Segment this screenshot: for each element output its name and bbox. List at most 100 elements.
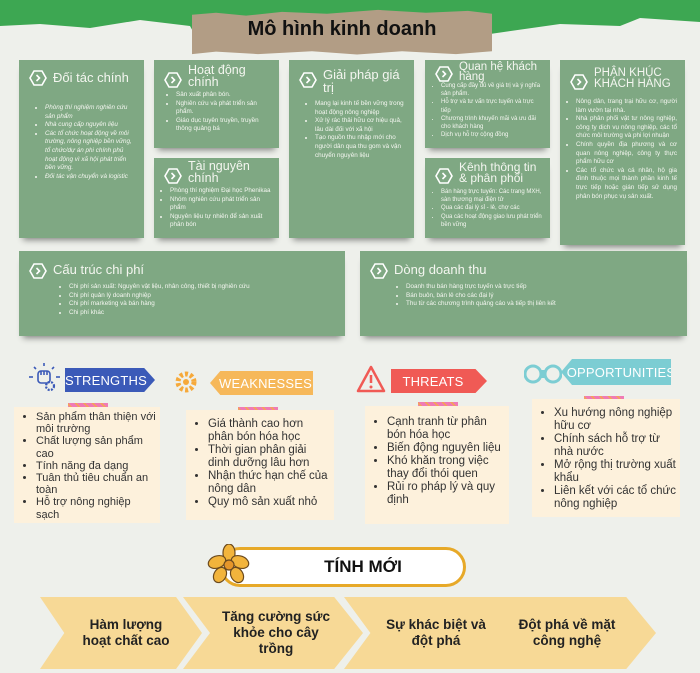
card-title: Tài nguyên chính	[188, 159, 250, 185]
list-item: Xử lý rác thải hữu cơ hiệu quả, lâu dài …	[315, 117, 406, 134]
card-title: Kênh thông tin & phân phối	[459, 160, 537, 185]
novelty-step-label: Hàm lượng hoạt chất cao	[82, 617, 170, 648]
torn-paper-edge	[0, 18, 700, 44]
novelty-step-label: Sự khác biệt và đột phá	[386, 617, 486, 648]
card-revenue-streams: Dòng doanh thu Doanh thu bán hàng trực t…	[360, 251, 687, 336]
strengths-note: Sản phẩm thân thiện với môi trường Chất …	[14, 407, 160, 523]
chevron-right-hex-icon	[164, 168, 182, 184]
fist-gear-icon	[29, 363, 60, 392]
novelty-step-2: Tăng cường sức khỏe cho cây trồng	[183, 597, 363, 669]
list-item: Bán hàng trực tuyến: Các trang MXH, sàn …	[441, 188, 542, 204]
list-item: Mở rộng thị trường xuất khẩu	[554, 459, 676, 485]
list-item: Qua các hoạt động giao lưu phát triển bề…	[441, 213, 542, 229]
list-item: Xu hướng nông nghiệp hữu cơ	[554, 407, 676, 433]
chevron-right-hex-icon	[370, 263, 388, 279]
list-item: Quy mô sản xuất nhỏ	[208, 496, 330, 509]
list-item: Liên kết với các tổ chức nông nghiệp	[554, 485, 676, 511]
weaknesses-note: Giá thành cao hơn phân bón hóa học Thời …	[186, 410, 334, 520]
card-customer-relationships: Quan hệ khách hàng Cung cấp đầy đủ về gi…	[425, 60, 550, 148]
list-item: Giá thành cao hơn phân bón hóa học	[208, 418, 330, 444]
list-item: Nhận thức hạn chế của nông dân	[208, 470, 330, 496]
card-cost-structure: Cấu trúc chi phí Chi phí sản xuất: Nguyê…	[19, 251, 345, 336]
gear-icon	[175, 371, 197, 393]
novelty-step-4: Đột phá về mặt công nghệ	[470, 597, 656, 669]
binoculars-icon	[524, 364, 562, 384]
opportunities-label: OPPORTUNITIES	[561, 359, 671, 385]
list-item: Các tổ chức và cá nhân, hộ gia đình thuộ…	[576, 167, 677, 201]
list-item: Giáo dục tuyên truyền, truyền thông quản…	[176, 117, 271, 134]
opportunities-note: Xu hướng nông nghiệp hữu cơ Chính sách h…	[532, 399, 680, 517]
chevron-right-hex-icon	[570, 74, 588, 90]
chevron-right-hex-icon	[435, 168, 453, 184]
list-item: Nhà cung cấp nguyên liệu	[45, 121, 136, 130]
strengths-title: STRENGTHS	[65, 372, 147, 388]
page-title: Mô hình kinh doanh	[247, 18, 437, 40]
list-item: Đối tác vận chuyển và logistic	[45, 173, 136, 182]
card-title: Cấu trúc chi phí	[53, 262, 145, 277]
list-item: Hỗ trợ nông nghiệp sạch	[36, 496, 156, 520]
threats-note: Cạnh tranh từ phân bón hóa học Biến động…	[365, 406, 509, 524]
list-item: Sản phẩm thân thiện với môi trường	[36, 411, 156, 435]
opportunities-title: OPPORTUNITIES	[566, 364, 676, 380]
list-item: Nhà phân phối vật tư nông nghiệp, công t…	[576, 115, 677, 141]
list-item: Dịch vụ hỗ trợ cộng đồng	[441, 131, 542, 139]
novelty-title-box: TÍNH MỚI	[220, 547, 466, 587]
card-title: Đối tác chính	[53, 70, 129, 85]
list-item: Cạnh tranh từ phân bón hóa học	[387, 416, 505, 442]
card-key-activities: Hoạt động chính Sản xuất phân bón. Nghiê…	[154, 60, 279, 148]
card-key-resources: Tài nguyên chính Phòng thí nghiệm Đại họ…	[154, 158, 279, 238]
list-item: Rủi ro pháp lý và quy định	[387, 481, 505, 507]
chevron-right-hex-icon	[435, 66, 453, 82]
list-item: Nghiên cứu và phát triển sản phẩm.	[176, 100, 271, 117]
list-item: Doanh thu bán hàng trực tuyến và trực ti…	[406, 283, 679, 292]
list-item: Bán buôn, bán lẻ cho các đại lý	[406, 292, 679, 301]
list-item: Chất lượng sản phẩm cao	[36, 435, 156, 459]
strengths-label: STRENGTHS	[65, 368, 155, 392]
novelty-step-label: Đột phá về mặt công nghệ	[518, 617, 616, 648]
list-item: Khó khăn trong việc thay đổi thói quen	[387, 455, 505, 481]
flower-icon	[207, 544, 250, 584]
list-item: Biến động nguyên liệu	[387, 442, 505, 455]
list-item: Cung cấp đầy đủ về giá trị và ý nghĩa sả…	[441, 82, 542, 98]
card-value-propositions: Giải pháp giá trị Mang lại kinh tế bền v…	[289, 60, 414, 238]
list-item: Tạo nguồn thu nhập mới cho người dân qua…	[315, 134, 406, 160]
list-item: Thời gian phân giải dinh dưỡng lâu hơn	[208, 444, 330, 470]
chevron-right-hex-icon	[29, 263, 47, 279]
card-title: Hoạt động chính	[188, 63, 246, 89]
list-item: Sản xuất phân bón.	[176, 91, 271, 100]
novelty-step-label: Tăng cường sức khỏe cho cây trồng	[222, 609, 330, 656]
novelty-title: TÍNH MỚI	[324, 557, 402, 576]
card-key-partners: Đối tác chính Phòng thí nghiệm nghiên cứ…	[19, 60, 144, 238]
novelty-step-1: Hàm lượng hoạt chất cao	[40, 597, 202, 669]
list-item: Các tổ chức hoạt động về môi trường, nôn…	[45, 130, 136, 173]
list-item: Phòng thí nghiệm nghiên cứu sản phẩm	[45, 104, 136, 121]
warning-icon	[356, 365, 386, 393]
card-customer-segments: PHÂN KHÚC KHÁCH HÀNG Nông dân, trang trạ…	[560, 60, 685, 245]
list-item: Phòng thí nghiệm Đại học Phenikaa	[170, 187, 271, 196]
chevron-right-hex-icon	[164, 72, 182, 88]
card-title: Quan hệ khách hàng	[459, 61, 538, 83]
threats-title: THREATS	[402, 373, 464, 389]
list-item: Chương trình khuyến mãi và ưu đãi cho kh…	[441, 115, 542, 131]
list-item: Chi phí khác	[69, 309, 337, 318]
list-item: Chi phí sản xuất: Nguyên vật liệu, nhân …	[69, 283, 337, 292]
card-title: Giải pháp giá trị	[323, 67, 400, 95]
weaknesses-label: WEAKNESSES	[210, 371, 313, 395]
list-item: Qua các đại lý sỉ - lẻ, chợ các	[441, 204, 542, 212]
list-item: Tính năng đa dạng	[36, 460, 156, 472]
chevron-right-hex-icon	[299, 72, 317, 88]
card-title: Dòng doanh thu	[394, 262, 487, 277]
list-item: Thu từ các chương trình quảng cáo và tiế…	[406, 300, 679, 309]
list-item: Nguyên liệu tự nhiên để sản xuất phân bó…	[170, 213, 271, 230]
card-channels: Kênh thông tin & phân phối Bán hàng trực…	[425, 158, 550, 238]
list-item: Nhóm nghiên cứu phát triển sản phẩm	[170, 196, 271, 213]
list-item: Hỗ trợ và tư vấn trực tuyến và trực tiếp	[441, 98, 542, 114]
card-title: PHÂN KHÚC KHÁCH HÀNG	[594, 67, 671, 90]
threats-label: THREATS	[391, 369, 487, 393]
list-item: Nông dân, trang trại hữu cơ, người làm v…	[576, 98, 677, 115]
title-paper	[192, 9, 492, 55]
weaknesses-title: WEAKNESSES	[218, 375, 313, 391]
chevron-right-hex-icon	[29, 70, 47, 86]
list-item: Chính quyền địa phương và cơ quan nông n…	[576, 141, 677, 167]
list-item: Mang lại kinh tế bền vững trong hoạt độn…	[315, 100, 406, 117]
